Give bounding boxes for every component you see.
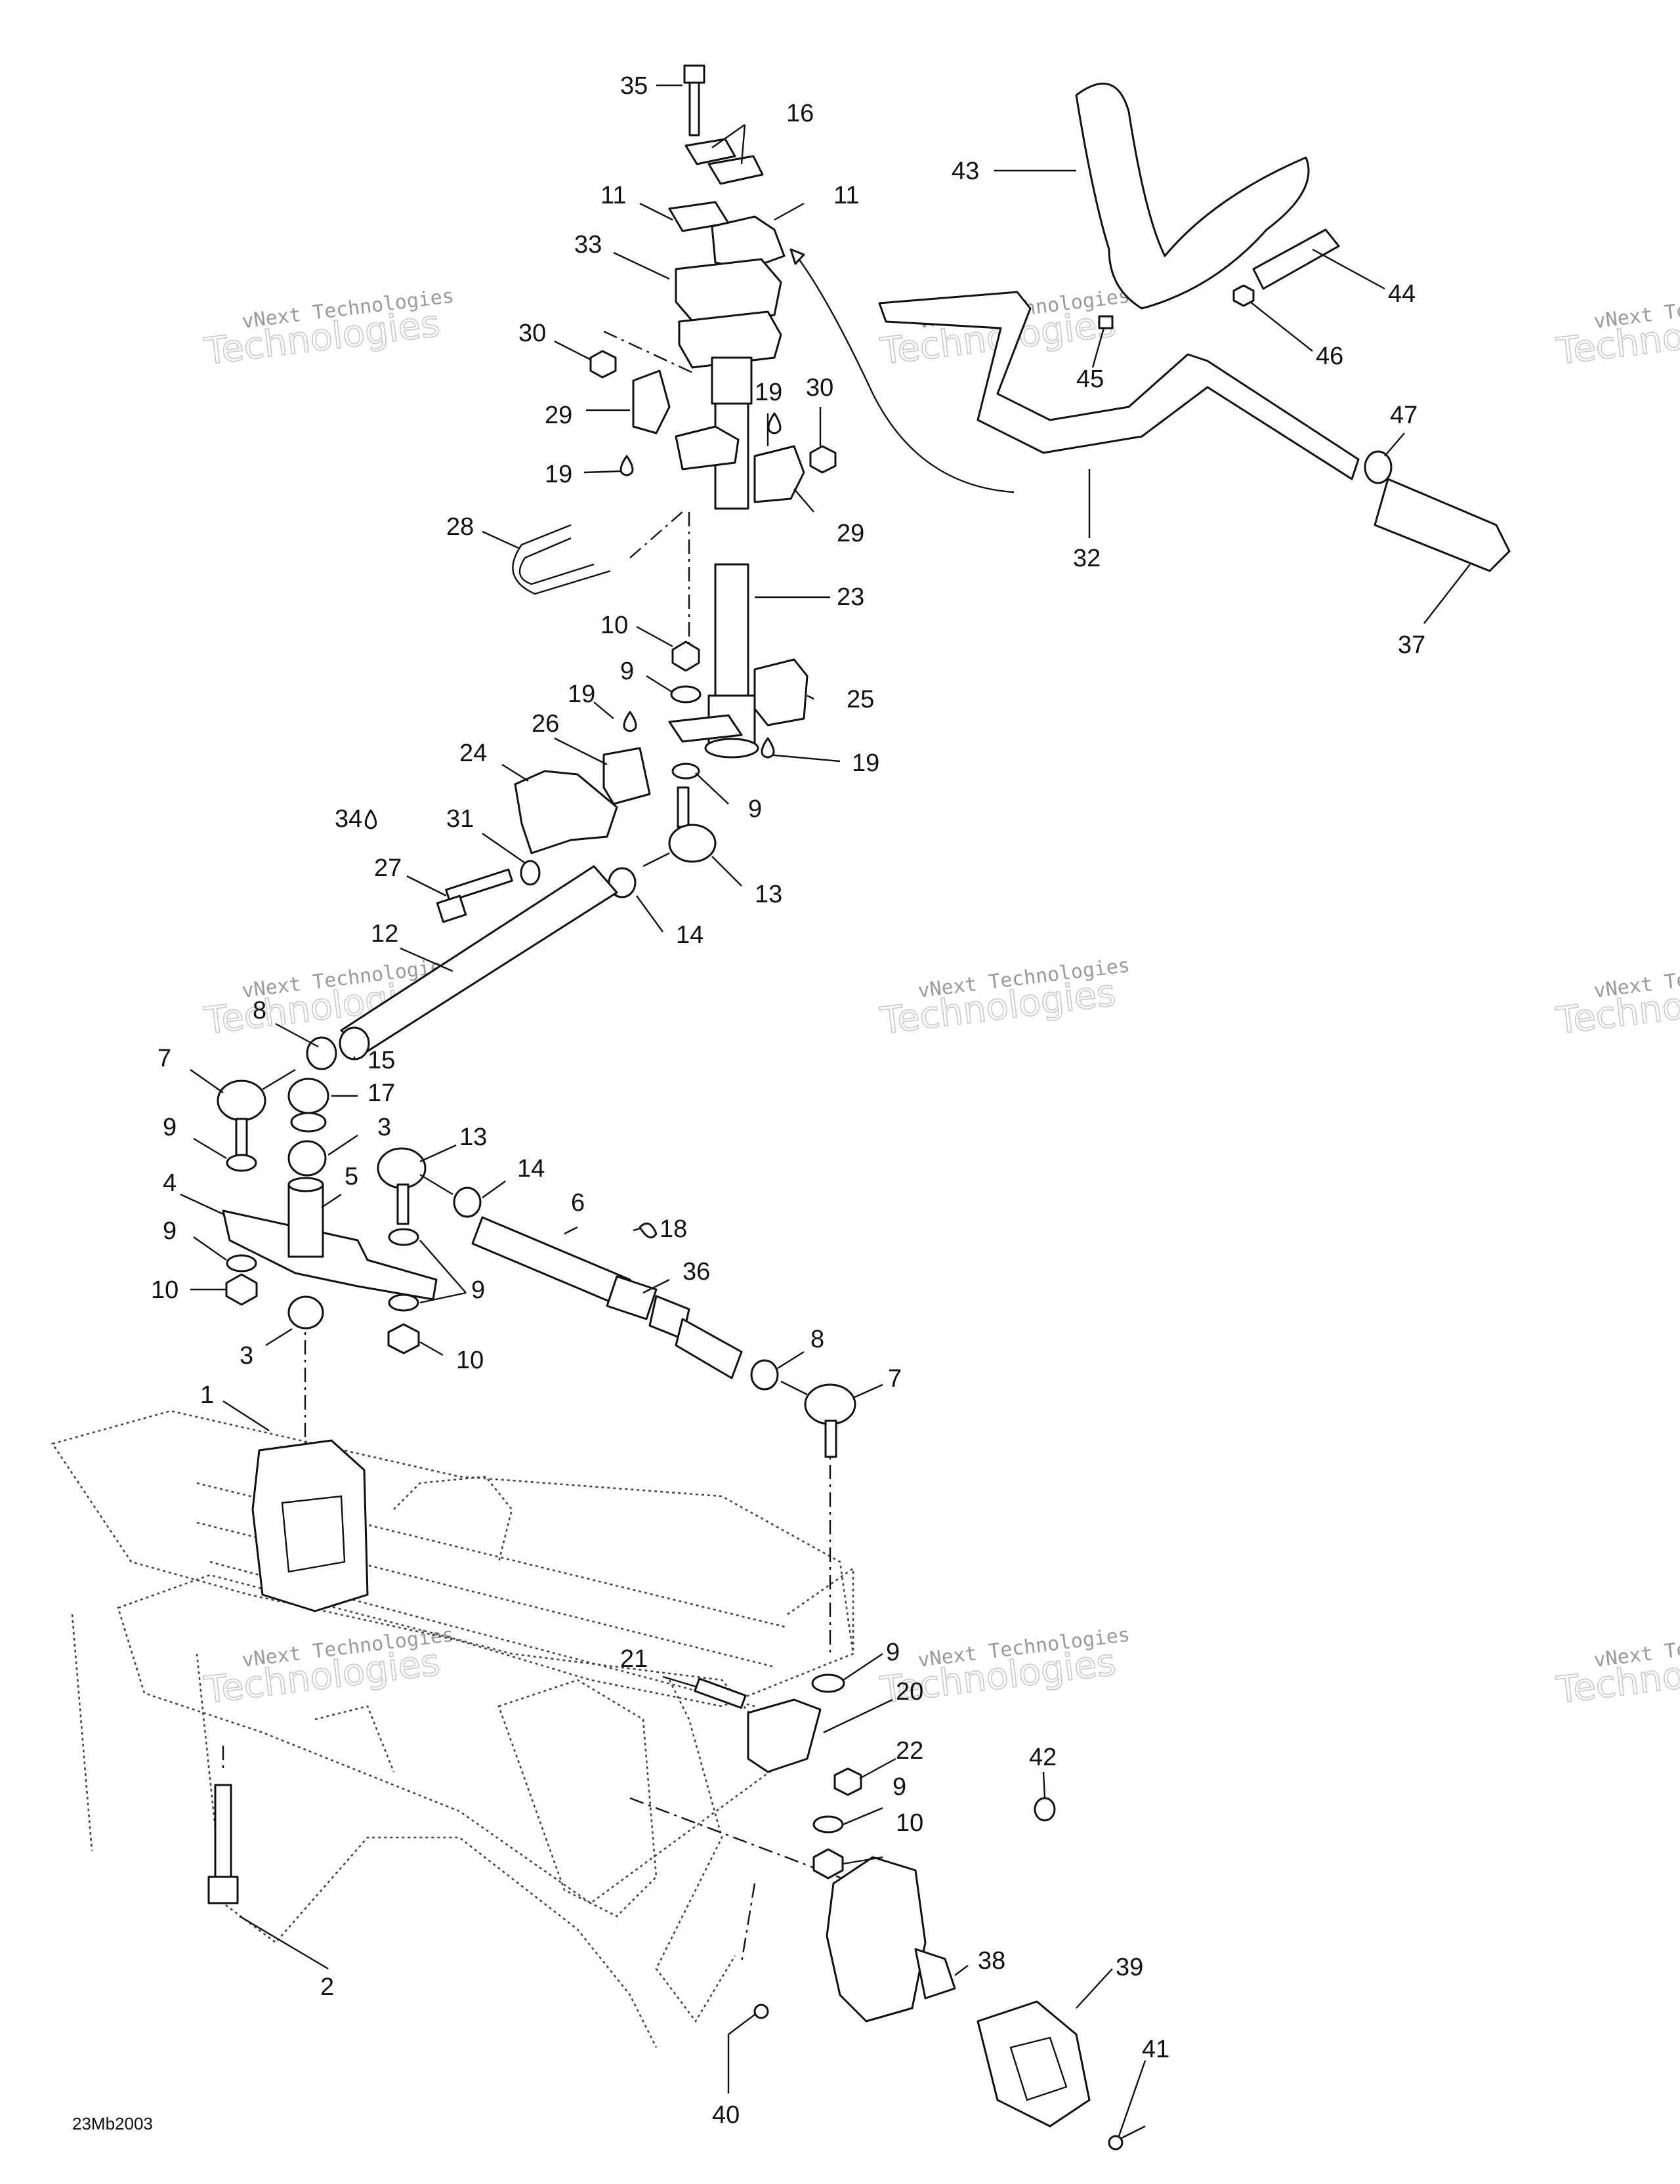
callout-22: 22 — [896, 1737, 923, 1765]
callout-9-left-a: 9 — [163, 1114, 177, 1141]
callout-36: 36 — [682, 1258, 710, 1286]
callout-9-right: 9 — [471, 1276, 485, 1304]
callout-30-right: 30 — [806, 374, 833, 402]
callout-21: 21 — [620, 1645, 648, 1673]
callout-1: 1 — [200, 1381, 214, 1409]
callout-35: 35 — [620, 72, 648, 100]
drawing-code: 23Mb2003 — [72, 2114, 153, 2133]
callout-6: 6 — [571, 1189, 585, 1217]
callout-12: 12 — [371, 920, 398, 948]
callout-11-left: 11 — [600, 182, 626, 209]
callout-17: 17 — [368, 1080, 395, 1107]
callout-7-lower: 7 — [888, 1365, 902, 1393]
callout-8-lower: 8 — [810, 1326, 824, 1353]
callout-34: 34 — [335, 805, 362, 833]
leader-lines — [180, 84, 1471, 2137]
callout-9-frame-a: 9 — [886, 1639, 900, 1666]
callout-41: 41 — [1142, 2036, 1169, 2063]
callout-13-upper: 13 — [755, 881, 782, 908]
callout-11-right: 11 — [833, 182, 859, 209]
callout-2: 2 — [320, 1973, 334, 2001]
callout-32: 32 — [1073, 545, 1101, 572]
callout-9-upper: 9 — [620, 658, 634, 685]
callout-47: 47 — [1390, 402, 1418, 429]
callout-14-mid: 14 — [517, 1155, 545, 1183]
assembly-axes — [222, 330, 873, 1963]
callout-9-left-b: 9 — [163, 1217, 177, 1245]
frame-outline — [51, 1410, 854, 2048]
callout-13-mid: 13 — [459, 1124, 487, 1151]
callout-18: 18 — [660, 1215, 687, 1243]
callout-3-lower: 3 — [240, 1342, 253, 1370]
callout-10-frame: 10 — [896, 1809, 923, 1837]
callout-4: 4 — [163, 1169, 177, 1197]
callout-23: 23 — [837, 583, 864, 611]
callout-19-c: 19 — [568, 681, 595, 708]
callout-3-upper: 3 — [377, 1114, 391, 1141]
handlebar-assembly — [789, 82, 1511, 572]
callout-33: 33 — [574, 231, 602, 259]
callout-16: 16 — [786, 100, 814, 127]
callout-10-left: 10 — [151, 1276, 178, 1304]
callout-10-mid: 10 — [456, 1347, 484, 1374]
callout-15: 15 — [368, 1047, 395, 1074]
callout-40: 40 — [712, 2101, 740, 2129]
callout-37: 37 — [1398, 631, 1425, 659]
callout-29-left: 29 — [545, 402, 572, 429]
callout-14-upper: 14 — [676, 921, 704, 949]
callout-9-frame-b: 9 — [892, 1773, 906, 1801]
callout-31: 31 — [446, 805, 474, 833]
steering-column-assembly — [207, 64, 1146, 2151]
callout-38: 38 — [978, 1947, 1005, 1975]
callout-labels: 35 16 11 11 33 30 29 19 19 30 29 28 23 1… — [151, 72, 1425, 2129]
callout-30-left: 30 — [518, 320, 546, 347]
callout-26: 26 — [532, 710, 559, 738]
callout-44: 44 — [1388, 280, 1416, 308]
callout-5: 5 — [345, 1163, 358, 1190]
callout-27: 27 — [374, 854, 402, 882]
callout-8-upper: 8 — [253, 997, 266, 1024]
callout-43: 43 — [952, 158, 979, 185]
callout-39: 39 — [1116, 1954, 1143, 1981]
callout-42: 42 — [1029, 1744, 1057, 1771]
callout-28: 28 — [446, 513, 474, 541]
callout-45: 45 — [1076, 366, 1104, 393]
callout-25: 25 — [847, 686, 874, 713]
callout-29-right: 29 — [837, 520, 864, 547]
callout-10-upper: 10 — [600, 612, 628, 639]
callout-9-mid: 9 — [748, 795, 762, 823]
callout-19-left: 19 — [545, 461, 572, 488]
callout-19-d: 19 — [852, 749, 879, 777]
callout-7-upper: 7 — [158, 1045, 171, 1072]
callout-24: 24 — [459, 740, 487, 767]
callout-46: 46 — [1316, 343, 1343, 370]
callout-20: 20 — [896, 1678, 923, 1706]
callout-19-mid: 19 — [755, 379, 782, 406]
